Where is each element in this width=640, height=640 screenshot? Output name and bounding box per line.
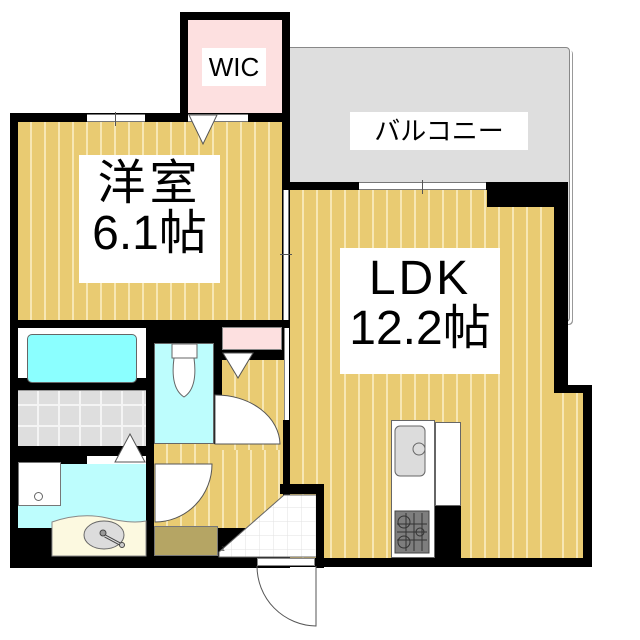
western-ldk-sliding-door[interactable]: [283, 190, 289, 320]
genkan-floor[interactable]: [218, 494, 318, 558]
ldk-floor-step[interactable]: [550, 393, 583, 558]
ldk-door[interactable]: [283, 420, 287, 500]
shoe-cabinet: [154, 526, 218, 556]
refrigerator-space: [435, 422, 461, 506]
kitchen-wall: [435, 506, 461, 558]
western-room-label: 洋室 6.1帖: [79, 155, 220, 283]
western-room-size: 6.1帖: [92, 207, 207, 261]
kitchen-sink-icon: [394, 425, 426, 477]
western-room-name: 洋室: [97, 157, 202, 210]
washroom-door-swing[interactable]: [154, 463, 214, 523]
wic-door-icon[interactable]: [188, 114, 218, 146]
door-mark: [280, 254, 292, 255]
front-door-swing[interactable]: [256, 566, 320, 630]
bath-door-icon[interactable]: [114, 433, 146, 463]
hall-closet: [222, 327, 282, 350]
ldk-label: LDK 12.2帖: [340, 248, 500, 374]
balcony-label: バルコニー: [350, 112, 528, 150]
washbasin-icon: [83, 520, 125, 550]
structural-column: [487, 182, 567, 207]
wic-door-opening: [188, 114, 248, 122]
toilet-door-swing[interactable]: [214, 394, 282, 446]
western-room-window: [87, 114, 145, 122]
wall-gap: [284, 328, 289, 420]
genkan-wall: [316, 488, 324, 568]
hall-closet-door-icon[interactable]: [222, 352, 254, 380]
entrance-step-mark: 1: [221, 546, 225, 553]
bathroom-floor[interactable]: [18, 390, 146, 446]
bathtub-icon: [27, 334, 137, 383]
front-door-opening: [257, 558, 315, 566]
window-mullion: [422, 180, 423, 194]
window-mullion: [115, 112, 116, 126]
genkan-corner: [280, 484, 324, 494]
ldk-name: LDK: [368, 252, 472, 305]
ldk-size: 12.2帖: [349, 302, 491, 356]
wic-label: WIC: [202, 48, 266, 86]
drain-icon: [34, 492, 43, 501]
gas-stove-icon: [394, 510, 430, 554]
toilet-icon: [171, 343, 198, 398]
